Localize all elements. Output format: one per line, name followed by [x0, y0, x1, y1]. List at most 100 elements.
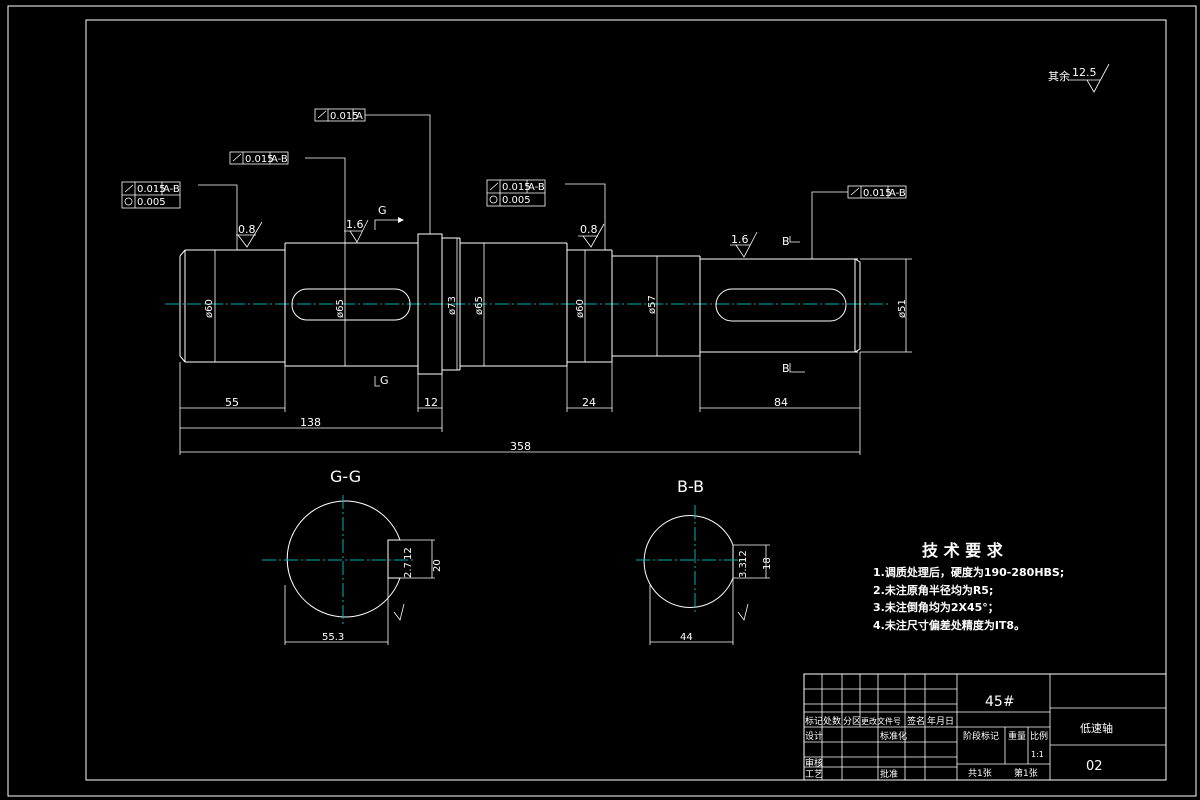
roughness-prefix: 其余: [1048, 69, 1070, 83]
svg-text:阶段标记: 阶段标记: [963, 730, 999, 742]
roughness-1: 0.8: [238, 223, 256, 236]
dim-55: 55: [225, 396, 239, 409]
roughness-symbol-icon: [1086, 63, 1110, 93]
svg-text:比例: 比例: [1030, 730, 1048, 742]
roughness-2: 1.6: [346, 218, 364, 231]
section-bb: B-B 18 12 3.3 44: [636, 477, 773, 645]
svg-text:0.015: 0.015: [863, 188, 892, 199]
svg-text:A-B: A-B: [528, 182, 545, 193]
svg-text:工艺: 工艺: [805, 769, 823, 780]
dim-138: 138: [300, 416, 321, 429]
roughness-3: 0.8: [580, 223, 598, 236]
section-g-bottom: G: [380, 374, 389, 387]
svg-text:A: A: [356, 111, 363, 122]
part-name: 低速轴: [1080, 721, 1113, 735]
gtol-frame-1: 0.015 A: [314, 108, 431, 234]
svg-text:更改文件号: 更改文件号: [861, 716, 901, 726]
gtol-frame-3: 0.015 A-B 0.005: [121, 181, 238, 250]
cylindricity-icon: [489, 195, 498, 204]
gtol-frame-5: 0.015 A-B: [811, 185, 907, 259]
svg-text:年月日: 年月日: [927, 715, 954, 727]
runout-icon: [317, 110, 327, 119]
outer-border: [7, 5, 1197, 797]
svg-text:标准化: 标准化: [880, 730, 907, 742]
svg-text:0.015: 0.015: [330, 111, 359, 122]
svg-text:批准: 批准: [880, 768, 898, 780]
svg-text:设计: 设计: [805, 730, 823, 742]
section-bb-title: B-B: [677, 477, 704, 496]
svg-text:重量: 重量: [1008, 730, 1026, 742]
default-roughness-note: 其余 12.5: [1048, 63, 1110, 93]
tech-item: 3.未注倒角均为2X45°；: [873, 600, 999, 614]
runout-icon: [850, 187, 860, 196]
dim-12: 12: [424, 396, 438, 409]
dim-84: 84: [774, 396, 788, 409]
roughness-4: 1.6: [731, 233, 749, 246]
gg-height: 20: [432, 559, 443, 572]
svg-text:分区: 分区: [843, 716, 861, 727]
roughness-symbol-icon: [737, 603, 749, 621]
svg-text:审核: 审核: [805, 757, 823, 769]
section-b-top: B: [782, 235, 790, 248]
bb-width: 44: [680, 632, 693, 643]
gg-key-top: 12: [403, 547, 414, 560]
runout-icon: [489, 182, 499, 191]
runout-icon: [124, 184, 134, 193]
dia-label-2: ø65: [335, 299, 346, 318]
svg-text:标记: 标记: [805, 715, 823, 727]
keyway-left: [291, 288, 411, 321]
svg-text:签名: 签名: [907, 715, 925, 727]
roughness-symbol-icon: [393, 603, 405, 621]
svg-text:0.015: 0.015: [245, 154, 274, 165]
dia-label-5: ø60: [575, 299, 586, 318]
gtol-frame-2: 0.015 A-B: [229, 151, 346, 243]
section-g-top: G: [378, 204, 387, 217]
bb-height: 18: [762, 557, 773, 570]
runout-icon: [232, 153, 242, 162]
svg-text:处数: 处数: [823, 715, 841, 727]
svg-text:第1张: 第1张: [1014, 767, 1038, 779]
svg-text:共1张: 共1张: [968, 768, 992, 779]
dim-358: 358: [510, 440, 531, 453]
dim-24: 24: [582, 396, 596, 409]
section-b-bottom: B: [782, 362, 790, 375]
roughness-symbol-icon: [349, 219, 369, 243]
svg-text:A-B: A-B: [163, 184, 180, 195]
keyway-right: [715, 288, 847, 322]
drawing-number: 02: [1086, 759, 1103, 774]
roughness-marks: 0.8 1.6 0.8 1.6: [236, 218, 758, 258]
drawing-frame: [85, 19, 1167, 781]
roughness-symbol-icon: [735, 231, 758, 258]
svg-text:0.005: 0.005: [502, 195, 531, 206]
roughness-value: 12.5: [1072, 66, 1097, 79]
gtol-frame-4: 0.015 A-B 0.005: [486, 179, 606, 250]
svg-text:0.005: 0.005: [137, 197, 166, 208]
dia-label-6: ø57: [647, 295, 658, 314]
tech-item: 2.未注原角半径均为R5;: [873, 583, 993, 597]
scale-value: 1:1: [1031, 750, 1044, 759]
section-marks: G G B B: [374, 204, 805, 387]
svg-text:0.015: 0.015: [137, 184, 166, 195]
section-gg-title: G-G: [330, 467, 361, 486]
length-dimensions: 55 138 12 24 84 358: [179, 352, 861, 455]
bb-key-top: 12: [738, 550, 749, 563]
title-block: 45# 低速轴 02 标记 处数 分区 更改文件号 签名 年月日 设计 标准化 …: [803, 673, 1167, 781]
gg-width: 55.3: [322, 632, 344, 643]
svg-text:0.015: 0.015: [502, 182, 531, 193]
svg-text:A-B: A-B: [271, 154, 288, 165]
cylindricity-icon: [124, 197, 133, 206]
gg-key-mid: 2.7: [403, 562, 414, 578]
dia-label-3: ø73: [447, 296, 458, 315]
tech-requirements: 技 术 要 求 1.调质处理后，硬度为190-280HBS; 2.未注原角半径均…: [873, 541, 1064, 632]
bb-key-mid: 3.3: [738, 562, 749, 578]
dia-label-7: ø51: [897, 299, 908, 318]
material: 45#: [985, 694, 1015, 710]
tech-title: 技 术 要 求: [922, 541, 1004, 560]
roughness-symbol-icon: [237, 221, 263, 248]
section-gg: G-G 20 12 2.7 55.3: [262, 467, 443, 645]
tech-item: 4.未注尺寸偏差处精度为IT8。: [873, 618, 1025, 632]
dia-label-1: ø60: [204, 299, 215, 318]
tech-item: 1.调质处理后，硬度为190-280HBS;: [873, 565, 1064, 579]
shaft-main-view: ø60 ø65 ø73 ø65 ø60 ø57 ø51 55 138 12: [121, 108, 912, 455]
